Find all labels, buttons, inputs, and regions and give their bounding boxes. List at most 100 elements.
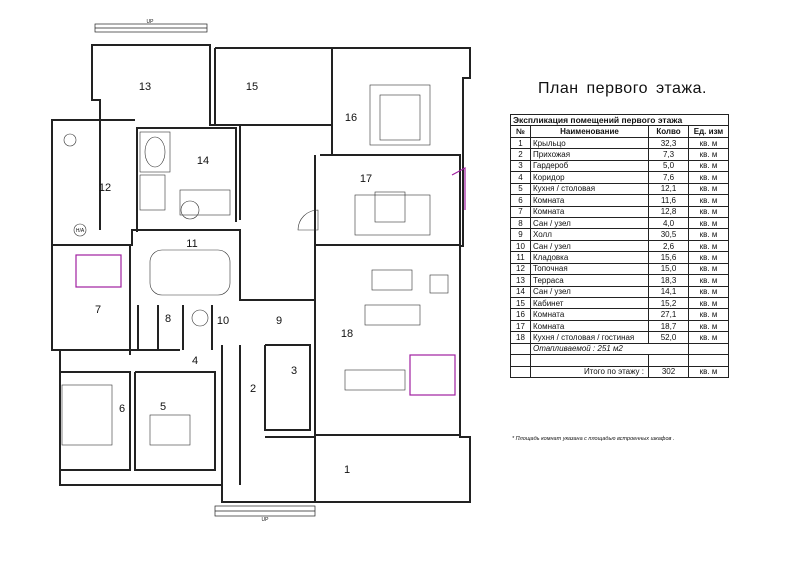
row-qty: 27,1: [648, 308, 689, 321]
room-number-11: 11: [186, 238, 197, 250]
room-number-3: 3: [291, 365, 297, 377]
top-steps: [94, 23, 208, 33]
table-caption: Экспликация помещений первого этажа: [510, 113, 729, 127]
row-unit: кв. м: [688, 136, 729, 150]
plan-title: План первого этажа.: [538, 80, 707, 97]
row-number: 17: [510, 319, 531, 333]
room-number-12: 12: [99, 182, 111, 194]
room-number-17: 17: [360, 173, 372, 185]
header-number: №: [510, 125, 531, 138]
row-name: Крыльцо: [530, 136, 649, 150]
row-name: Сан / узел: [530, 239, 649, 253]
floor-plan: UP UP H/A 1 2 3 4 5: [51, 19, 471, 523]
row-name: Сан / узел: [530, 285, 649, 299]
room-number-9: 9: [276, 315, 282, 327]
row-number: 16: [510, 308, 531, 321]
row-number: 4: [510, 171, 531, 184]
room-number-5: 5: [160, 401, 166, 413]
row-name: Комната: [530, 205, 649, 218]
row-unit: кв. м: [688, 274, 729, 287]
row-unit: кв. м: [688, 331, 729, 344]
accent-furniture: [75, 166, 466, 396]
boiler-label: H/A: [76, 228, 85, 234]
row-name: Гардероб: [530, 159, 649, 173]
row-unit: кв. м: [688, 216, 729, 230]
total-unit: кв. м: [688, 365, 729, 379]
row-number: 13: [510, 274, 531, 287]
header-unit: Ед. изм: [688, 125, 729, 138]
row-qty: 15,2: [648, 296, 689, 310]
room-number-4: 4: [192, 355, 198, 367]
room-numbers: 1 2 3 4 5 6 7 8 9 10 11 12 13 14 15 16 1…: [95, 81, 372, 476]
total-label: Итого по этажу :: [530, 365, 649, 379]
room-number-8: 8: [165, 313, 171, 325]
row-number: 18: [510, 331, 531, 344]
row-number: 6: [510, 194, 531, 207]
row-number: 9: [510, 228, 531, 241]
total-value: 302: [648, 365, 689, 379]
row-qty: 11,6: [648, 194, 689, 207]
table-header-row: № Наименование Колво Ед. изм: [510, 125, 729, 138]
header-name: Наименование: [530, 125, 649, 138]
row-qty: 2,6: [648, 239, 689, 253]
row-qty: 52,0: [648, 331, 689, 344]
row-name: Комната: [530, 194, 649, 207]
row-number: 11: [510, 251, 531, 264]
row-unit: кв. м: [688, 285, 729, 299]
up-label-bottom: UP: [262, 517, 270, 523]
row-unit: кв. м: [688, 205, 729, 218]
row-unit: кв. м: [688, 319, 729, 333]
room-number-7: 7: [95, 304, 101, 316]
row-unit: кв. м: [688, 182, 729, 196]
room-number-13: 13: [139, 81, 151, 93]
room-number-18: 18: [341, 328, 353, 340]
row-qty: 15,0: [648, 262, 689, 276]
footnote: * Площадь комнат указана с площадью встр…: [512, 436, 675, 442]
row-qty: 7,6: [648, 171, 689, 184]
row-unit: кв. м: [688, 148, 729, 161]
row-name: Коридор: [530, 171, 649, 184]
row-qty: 14,1: [648, 285, 689, 299]
row-qty: 7,3: [648, 148, 689, 161]
walls: [51, 44, 471, 503]
room-number-1: 1: [344, 464, 350, 476]
heated-row: Отапливаемой : 251 м2: [510, 342, 729, 356]
row-qty: 18,3: [648, 274, 689, 287]
empty-row: [510, 354, 729, 367]
room-number-14: 14: [197, 155, 209, 167]
room-number-2: 2: [250, 383, 256, 395]
row-name: Комната: [530, 308, 649, 321]
row-unit: кв. м: [688, 262, 729, 276]
row-qty: 15,6: [648, 251, 689, 264]
row-unit: кв. м: [688, 159, 729, 173]
bottom-steps: [214, 505, 316, 517]
header-qty: Колво: [648, 125, 689, 138]
row-number: 10: [510, 239, 531, 253]
row-number: 7: [510, 205, 531, 218]
row-name: Топочная: [530, 262, 649, 276]
furniture: [61, 84, 449, 446]
row-number: 8: [510, 216, 531, 230]
row-qty: 12,8: [648, 205, 689, 218]
row-number: 2: [510, 148, 531, 161]
row-name: Прихожая: [530, 148, 649, 161]
row-unit: кв. м: [688, 308, 729, 321]
row-qty: 32,3: [648, 136, 689, 150]
row-unit: кв. м: [688, 239, 729, 253]
room-number-16: 16: [345, 112, 357, 124]
row-unit: кв. м: [688, 171, 729, 184]
row-unit: кв. м: [688, 228, 729, 241]
